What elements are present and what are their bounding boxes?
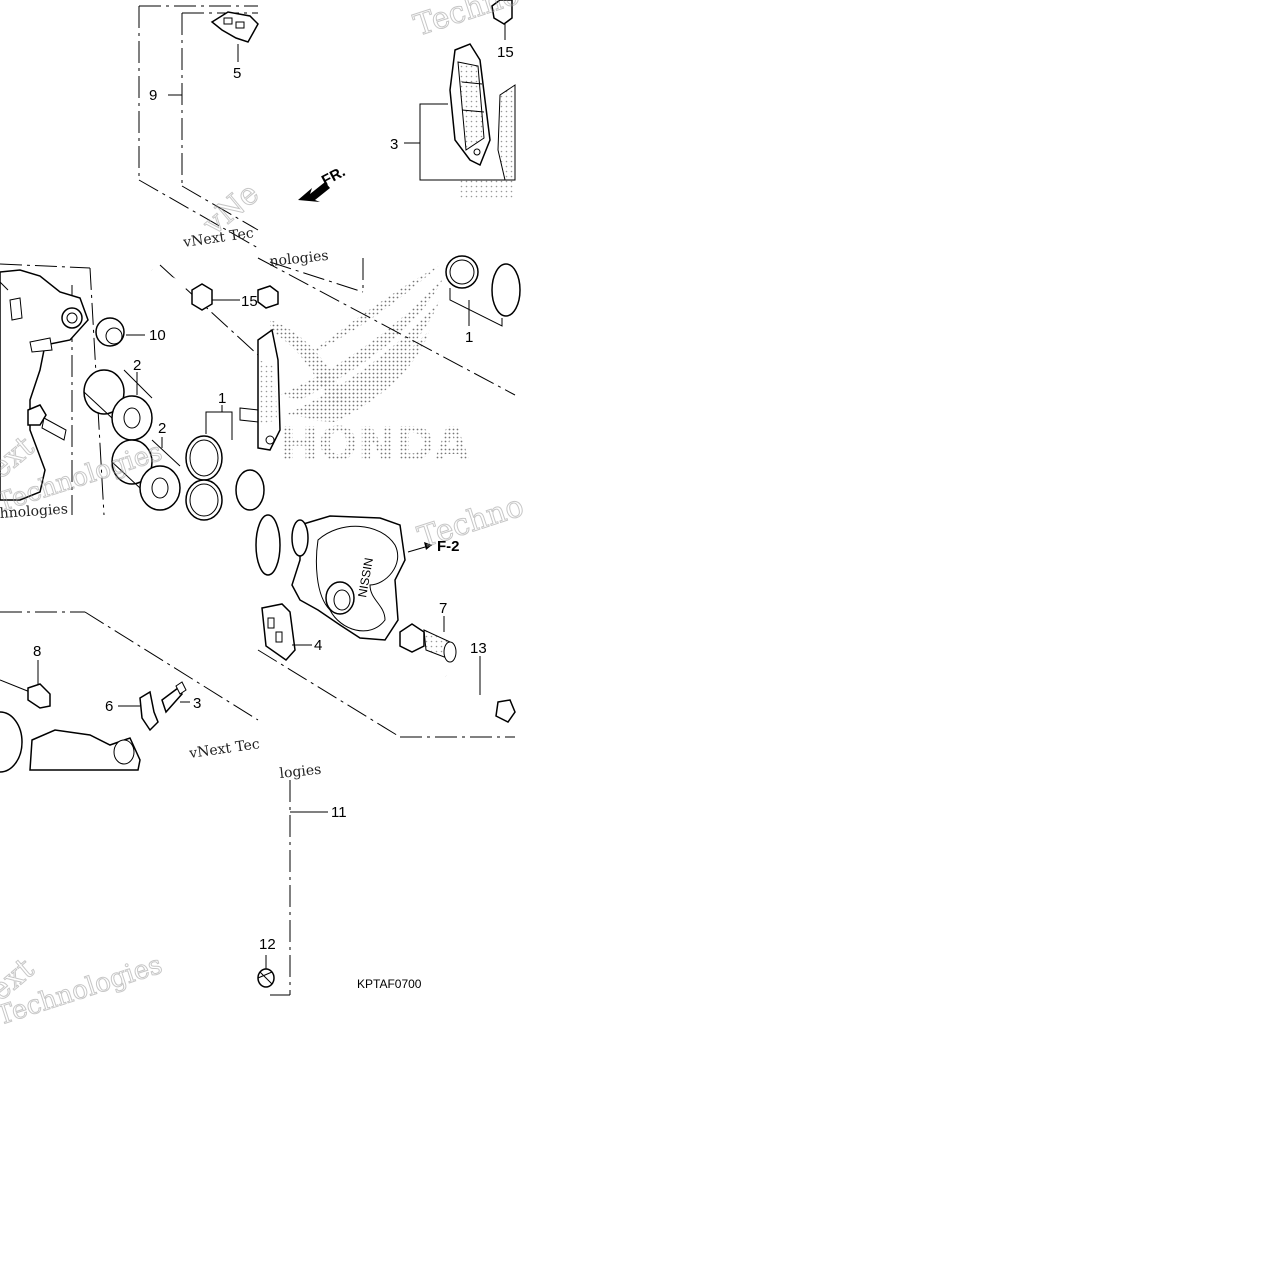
honda-logo-text: HONDA [280,417,470,471]
callout-5: 3 [390,136,398,153]
callout-12: 9 [149,87,157,104]
callout-7: 5 [233,65,241,82]
callout-2-upper: 2 [133,357,141,374]
caliper-bolt-15-top [491,0,513,40]
piston-2-upper [83,369,153,441]
watermark-fragment: Techno [414,489,528,556]
front-direction-arrow: FR. [298,163,348,202]
callout-1-right: 1 [465,329,473,346]
caliper-bracket [0,269,89,501]
honda-wing-logo: HONDA [270,265,470,471]
bleeder-valve-3 [161,681,190,714]
pad-spring-7 [210,11,259,62]
callout-4: 6 [105,698,113,715]
seal-13 [257,955,275,988]
callout-14: 13 [470,640,487,657]
watermark-fragment: vNext Tec [181,225,254,251]
watermark-fragment: hnologies [0,501,68,522]
slide-pin-9 [399,616,457,663]
assembly-outlines [0,5,516,996]
caliper-body-left [0,711,141,773]
callout-11: 11 [331,804,347,821]
piston-2-lower [111,437,181,511]
caliper-bolt-15 [151,268,279,311]
dust-seal-10 [95,317,145,347]
callout-13: 12 [259,936,276,953]
brake-pad-plate [257,328,281,451]
callout-15: 15 [241,293,258,310]
callout-10: 10 [149,327,166,344]
bleeder-cap-4 [118,690,159,732]
watermark-fragment: logies [279,762,322,782]
callout-15-top: 15 [497,44,514,61]
reference-label: F-2 [437,538,460,555]
pad-pin-8 [0,660,51,709]
callout-1-left: 1 [218,390,226,407]
caliper-maker-marking: NISSIN [355,557,376,599]
callout-2-lower: 2 [158,420,166,437]
pad-spring-6 [261,603,312,661]
watermark-fragment: vNext Tec [187,736,260,762]
brake-pad-5 [404,43,516,200]
piston-seals-1 [185,405,265,521]
watermark-fragment: nologies [269,248,330,270]
callout-3: 3 [193,695,201,712]
callout-8: 8 [33,643,41,660]
diagram-code: KPTAF0700 [357,977,422,991]
callout-6: 4 [314,637,322,654]
pin-bolt-14 [444,656,516,723]
callout-labels: 9 5 3 15 15 10 2 2 1 1 F-2 7 13 4 8 6 3 … [33,44,514,991]
callout-9: 7 [439,600,447,617]
piston-seals-1-right [445,255,521,327]
caliper-body: NISSIN [255,514,433,641]
